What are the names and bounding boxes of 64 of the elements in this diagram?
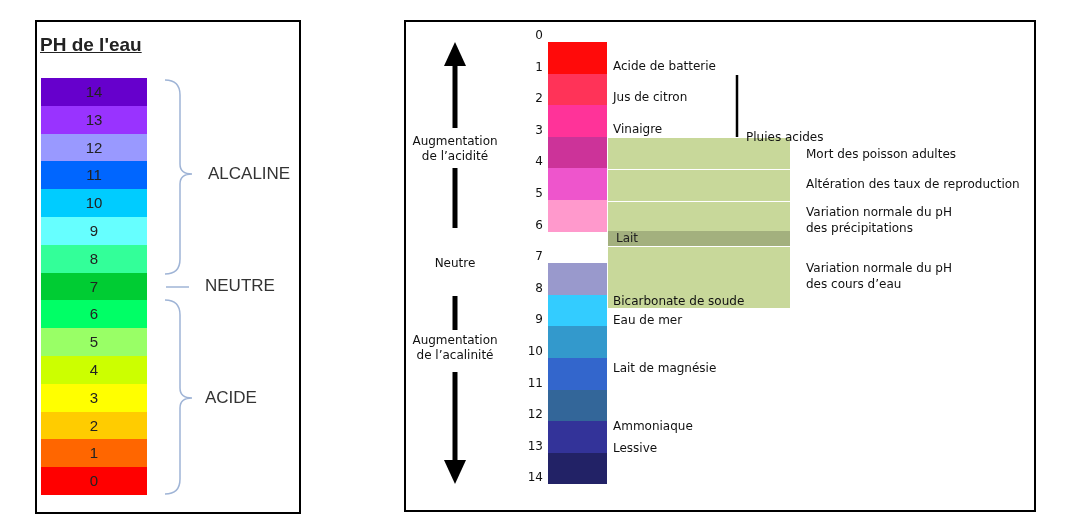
item-label: Lait de magnésie: [613, 361, 717, 375]
ph-number: 5: [534, 186, 543, 200]
scale-segment: [548, 263, 607, 295]
scale-segment: [548, 136, 607, 169]
ph-number: 11: [527, 375, 543, 390]
scale-cell: 11: [41, 161, 147, 190]
scale-cell: 13: [41, 105, 147, 134]
scale-cell: 1: [41, 439, 147, 468]
zone-label: NEUTRE: [205, 276, 275, 296]
panel-title: PH de l'eau: [40, 34, 142, 56]
scale-cell: 6: [41, 300, 147, 329]
scale-segment: [548, 326, 607, 358]
ph-number: 3: [534, 122, 543, 137]
zone-label: ACIDE: [205, 388, 257, 408]
scale-segment: [548, 452, 607, 485]
scale-cell: 8: [41, 244, 147, 273]
item-label: Lessive: [613, 441, 658, 455]
band-caption: Variation normale du pH des précipitations: [806, 204, 953, 236]
scale-segment: [548, 358, 607, 390]
ph-number: 13: [527, 438, 543, 453]
ph-number: 14: [527, 470, 543, 485]
zone-label: ALCALINE: [208, 164, 291, 184]
scale-segment: [548, 294, 607, 327]
item-label: Ammoniaque: [613, 419, 693, 433]
scale-segment: [548, 73, 607, 106]
item-label: Acide de batterie: [613, 59, 716, 73]
ph-number: 2: [534, 91, 543, 106]
scale-cell: 10: [41, 189, 147, 217]
scale-segment: [548, 389, 607, 422]
item-label: Jus de citron: [613, 90, 688, 104]
ph-number: 4: [534, 154, 543, 169]
scale-cell: 0: [41, 467, 147, 495]
scale-segment: [548, 421, 607, 453]
ph-number: 1: [534, 59, 543, 74]
scale-segment: [548, 168, 607, 200]
item-label: Eau de mer: [613, 313, 683, 327]
scale-cell: 4: [41, 356, 147, 384]
ph-number: 12: [527, 407, 543, 422]
scale-segment: [548, 42, 607, 74]
ph-number: 6: [534, 217, 543, 232]
scale-cell: 9: [41, 217, 147, 245]
ph-number: 7: [534, 249, 543, 264]
band-caption: Mort des poisson adultes: [806, 146, 958, 162]
scale-cell: 12: [41, 133, 147, 162]
scale-segment: [548, 200, 607, 232]
item-label: Vinaigre: [613, 122, 663, 136]
scale-cell: 3: [41, 383, 147, 412]
axis-caption: Augmentation de l’acalinité: [411, 333, 499, 363]
band-caption: Altération des taux de reproduction: [806, 176, 1021, 192]
band-caption: Variation normale du pH des cours d’eau: [806, 260, 953, 292]
axis-caption: Augmentation de l’acidité: [411, 134, 499, 164]
ph-number: 9: [534, 312, 543, 327]
scale-segment: [548, 105, 607, 137]
range-label: Pluies acides: [746, 130, 824, 144]
item-label: Bicarbonate de soude: [613, 294, 745, 308]
scale-cell: 2: [41, 411, 147, 440]
scale-cell: 5: [41, 328, 147, 356]
axis-caption: Neutre: [433, 256, 477, 271]
scale-cell: 7: [41, 272, 147, 301]
zone-stripe: Lait: [608, 231, 790, 246]
ph-number: 10: [527, 344, 543, 358]
ph-number: 8: [534, 280, 543, 295]
scale-cell: 14: [41, 78, 147, 106]
ph-number: 0: [534, 28, 543, 42]
